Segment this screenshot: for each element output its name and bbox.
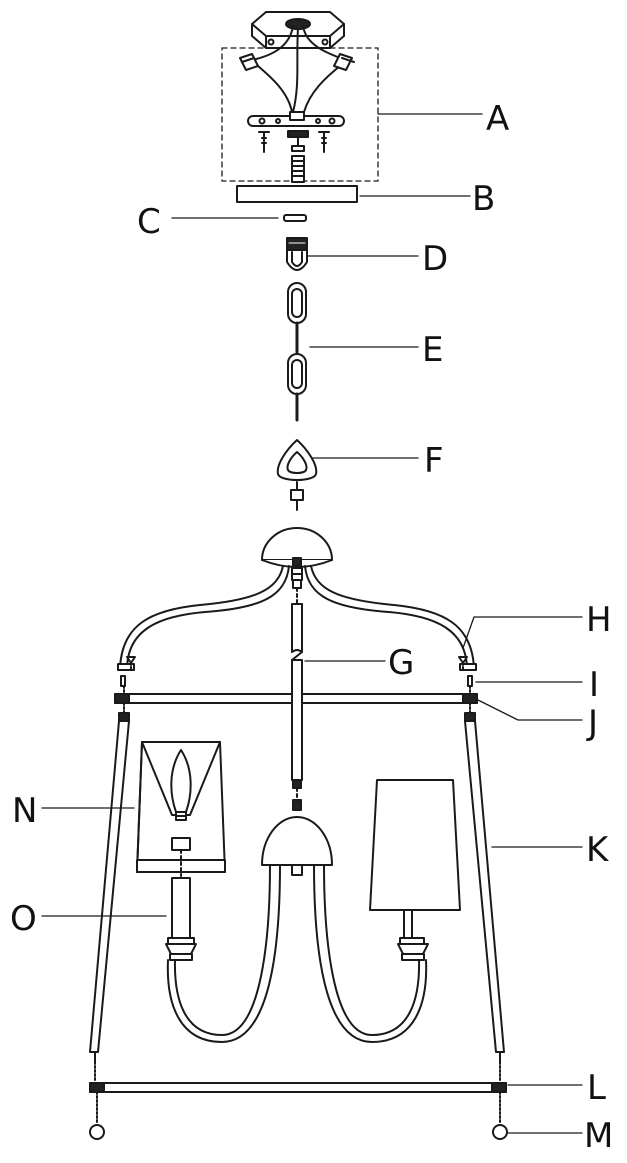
label-h: H bbox=[586, 600, 612, 640]
callout-labels: A B C D E F G H I J K L M N O bbox=[10, 99, 613, 1156]
label-k: K bbox=[586, 830, 610, 870]
mounting-screw-right bbox=[318, 131, 330, 153]
part-c-lock-nut bbox=[283, 214, 307, 222]
part-m-finial-right bbox=[492, 1091, 508, 1140]
leader-line-j bbox=[477, 699, 583, 721]
label-d: D bbox=[422, 239, 448, 279]
lower-body-dome bbox=[261, 799, 333, 876]
part-i-screw-right bbox=[467, 675, 473, 687]
part-k-side-rod-right bbox=[464, 685, 505, 1063]
threaded-nipple bbox=[287, 130, 309, 183]
candle-arms bbox=[166, 864, 428, 1043]
label-n: N bbox=[12, 791, 37, 831]
label-i: I bbox=[589, 665, 599, 705]
light-bulb bbox=[170, 749, 192, 821]
part-o-candle-sleeve bbox=[165, 877, 197, 961]
wire-nut-left bbox=[239, 53, 259, 71]
part-e-chain bbox=[287, 282, 307, 422]
label-o: O bbox=[10, 899, 37, 939]
label-e: E bbox=[422, 330, 443, 370]
part-h-screw-right bbox=[458, 656, 468, 671]
leader-lines bbox=[41, 113, 583, 1134]
part-h-screw-left bbox=[126, 656, 136, 671]
part-k-side-rod-left bbox=[89, 685, 130, 1063]
leader-line-h bbox=[462, 616, 583, 649]
part-m-finial-left bbox=[89, 1091, 105, 1140]
mounting-screw-left bbox=[258, 131, 270, 153]
label-b: B bbox=[472, 179, 495, 219]
label-j: J bbox=[586, 703, 598, 743]
label-m: M bbox=[584, 1116, 613, 1156]
part-d-screw-collar-loop bbox=[286, 237, 308, 271]
label-f: F bbox=[424, 441, 444, 481]
part-g-center-rod bbox=[291, 587, 303, 801]
right-shade bbox=[369, 779, 461, 911]
frame-top-dome bbox=[261, 527, 333, 589]
label-a: A bbox=[486, 99, 509, 139]
wire-nut-right bbox=[333, 53, 355, 71]
part-l-bottom-ring bbox=[89, 1061, 507, 1093]
label-g: G bbox=[388, 643, 414, 683]
part-a-mounting-hardware bbox=[221, 11, 379, 183]
mounting-crossbar bbox=[247, 111, 345, 127]
frame-arms bbox=[117, 565, 477, 671]
part-i-screw-left bbox=[120, 675, 126, 687]
label-c: C bbox=[137, 202, 161, 242]
part-b-canopy bbox=[236, 185, 358, 203]
label-l: L bbox=[587, 1068, 606, 1108]
part-f-hook bbox=[276, 439, 318, 511]
right-candle-cup bbox=[397, 907, 429, 961]
